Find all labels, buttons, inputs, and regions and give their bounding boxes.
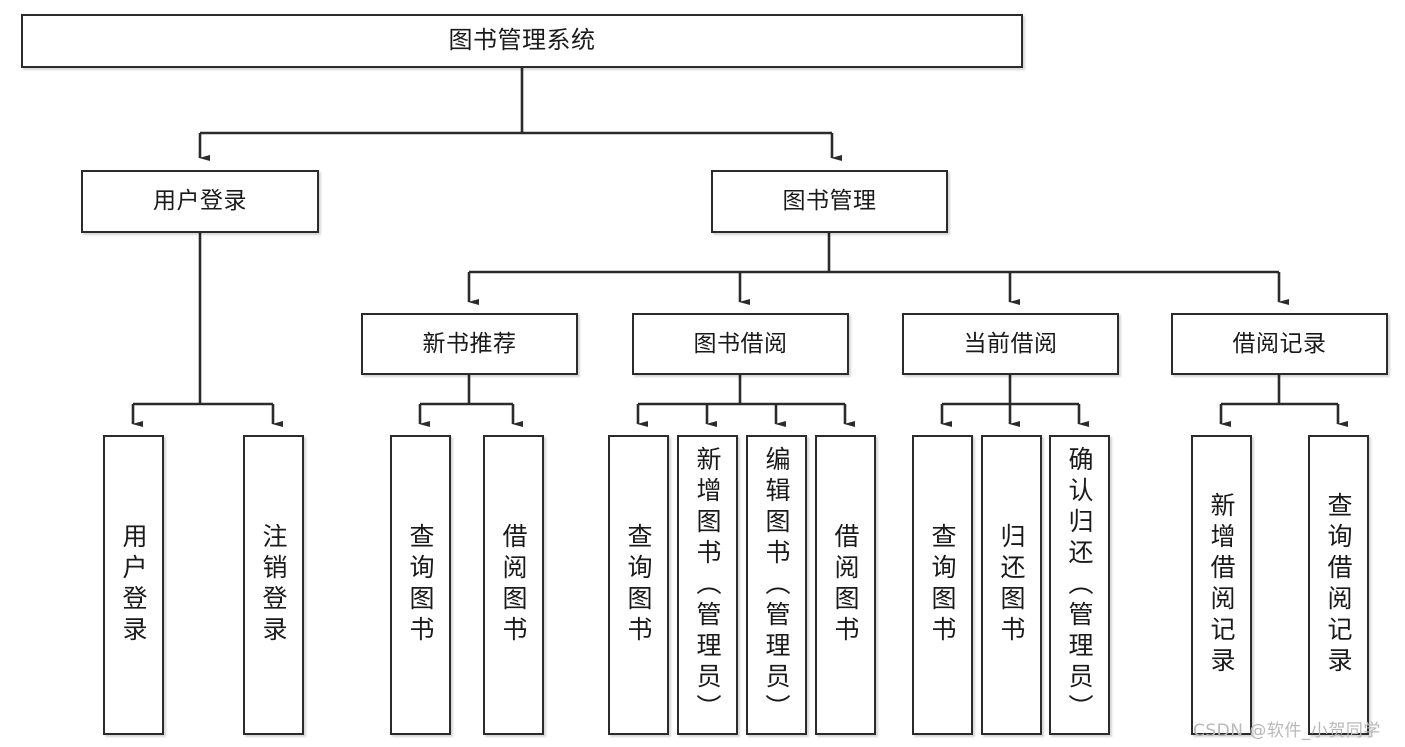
node-label: 注销登录	[259, 523, 288, 647]
node-label: 图书借阅	[693, 330, 788, 357]
leaf-user-login-sign-out[interactable]: 注销登录	[243, 435, 304, 735]
leaf-new-book-borrow-books[interactable]: 借阅图书	[483, 435, 544, 735]
node-label: 图书管理	[782, 188, 877, 215]
leaf-new-book-query-books[interactable]: 查询图书	[390, 435, 451, 735]
node-label: 编辑图书（管理员）	[762, 445, 791, 725]
leaf-borrow-record-add-record[interactable]: 新增借阅记录	[1191, 435, 1252, 735]
leaf-current-borrow-confirm-return-admin[interactable]: 确认归还（管理员）	[1049, 435, 1110, 735]
node-label: 借阅图书	[831, 523, 860, 647]
node-label: 借阅记录	[1232, 330, 1327, 357]
node-current-borrowing[interactable]: 当前借阅	[902, 313, 1119, 375]
node-label: 新增图书（管理员）	[693, 445, 722, 725]
node-label: 归还图书	[997, 523, 1026, 647]
node-new-book-recommendation[interactable]: 新书推荐	[361, 313, 578, 375]
leaf-book-borrow-add-book-admin[interactable]: 新增图书（管理员）	[677, 435, 738, 735]
node-label: 借阅图书	[499, 523, 528, 647]
leaf-current-borrow-query-books[interactable]: 查询图书	[912, 435, 973, 735]
csdn-watermark: CSDN @软件_小贺同学	[1193, 721, 1381, 741]
node-root-book-management-system[interactable]: 图书管理系统	[21, 14, 1023, 68]
leaf-book-borrow-borrow-books[interactable]: 借阅图书	[815, 435, 876, 735]
node-label: 新增借阅记录	[1207, 492, 1236, 678]
node-book-management[interactable]: 图书管理	[711, 170, 948, 233]
node-label: 新书推荐	[422, 330, 517, 357]
node-borrowing-record[interactable]: 借阅记录	[1171, 313, 1388, 375]
node-user-login[interactable]: 用户登录	[81, 170, 319, 233]
node-label: 图书管理系统	[448, 26, 596, 55]
leaf-current-borrow-return-books[interactable]: 归还图书	[981, 435, 1042, 735]
node-label: 用户登录	[153, 188, 247, 215]
node-label: 查询图书	[406, 523, 435, 647]
node-label: 确认归还（管理员）	[1065, 445, 1094, 725]
leaf-borrow-record-query-record[interactable]: 查询借阅记录	[1308, 435, 1369, 735]
node-label: 用户登录	[119, 523, 148, 647]
node-book-borrowing[interactable]: 图书借阅	[632, 313, 849, 375]
node-label: 查询图书	[928, 523, 957, 647]
node-label: 查询借阅记录	[1324, 492, 1353, 678]
leaf-book-borrow-query-books[interactable]: 查询图书	[608, 435, 669, 735]
leaf-book-borrow-edit-book-admin[interactable]: 编辑图书（管理员）	[746, 435, 807, 735]
node-label: 当前借阅	[963, 330, 1058, 357]
leaf-user-login-sign-in[interactable]: 用户登录	[103, 435, 164, 735]
node-label: 查询图书	[624, 523, 653, 647]
